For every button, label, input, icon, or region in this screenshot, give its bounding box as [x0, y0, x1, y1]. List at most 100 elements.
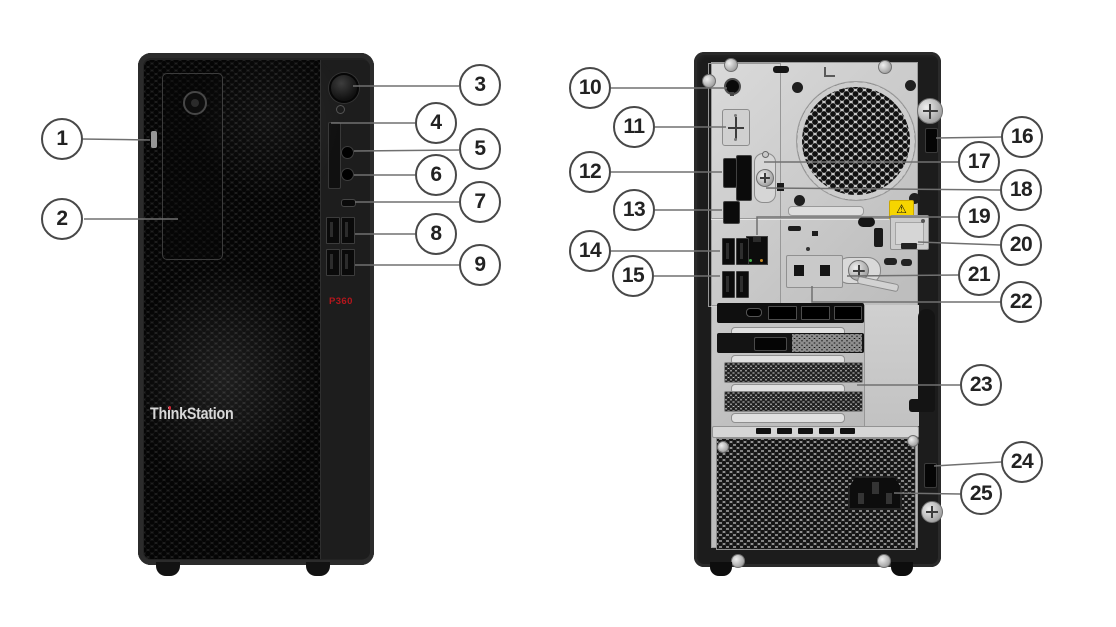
panel-seam: [711, 218, 918, 219]
leader-line: [353, 149, 460, 152]
callout-number: 16: [1010, 124, 1034, 148]
power-button: [329, 73, 359, 103]
power-connector-socket: [848, 476, 902, 510]
bracket-screw-icon: [756, 169, 774, 187]
screw-icon: [731, 554, 745, 568]
callout-number: 1: [56, 126, 68, 150]
displayport: [801, 306, 830, 320]
callout-number: 13: [622, 197, 646, 221]
socket-pin: [858, 493, 864, 504]
callout-12: 12: [569, 151, 611, 193]
clip-tab: [798, 428, 813, 434]
drive-eject-slot: [151, 131, 157, 148]
padlock-loop-bracket: [754, 151, 776, 203]
callout-number: 17: [967, 149, 991, 173]
release-latch: [901, 243, 917, 249]
punch-mark: [884, 258, 897, 265]
tower-foot: [891, 562, 913, 576]
displayport: [768, 306, 797, 320]
handle-hook: [909, 399, 935, 412]
socket-pin: [886, 493, 892, 504]
knockout-square: [820, 265, 830, 276]
screw-icon: [717, 441, 729, 453]
mini-port: [746, 308, 762, 317]
callout-number: 25: [969, 481, 993, 505]
callout-13: 13: [613, 189, 655, 231]
screw-icon: [724, 58, 738, 72]
usb-a-port: [326, 249, 340, 276]
callout-9: 9: [459, 244, 501, 286]
callout-number: 6: [430, 162, 442, 186]
pcie-slot-cover: [724, 391, 863, 412]
leader-line: [917, 241, 1001, 246]
trim-highlight: [788, 206, 864, 216]
graphics-card-bracket: [717, 303, 864, 323]
callout-17: 17: [958, 141, 1000, 183]
screw-cross-icon: [922, 502, 942, 522]
leader-line: [846, 274, 959, 277]
leader-line: [811, 286, 1000, 303]
punch-mark: [812, 231, 818, 236]
knockout-square: [794, 265, 804, 276]
pcie-slot-cover: [724, 362, 863, 383]
callout-20: 20: [1000, 224, 1042, 266]
vent-slot: [773, 66, 789, 73]
usb-c-port: [341, 199, 356, 207]
displayport: [723, 201, 740, 224]
usb-a-port: [341, 217, 355, 244]
fan-screw-icon: [792, 82, 803, 93]
screw-cross-icon: [757, 170, 773, 186]
audio-line-out-jack: [724, 78, 741, 96]
tower-foot: [156, 562, 180, 576]
rear-panel: ⚠: [708, 62, 929, 550]
front-mesh-grille: [144, 60, 320, 559]
callout-1: 1: [41, 118, 83, 160]
usb-a-port: [722, 238, 735, 265]
leader-line: [935, 136, 1002, 139]
callout-number: 21: [967, 262, 991, 286]
callout-number: 12: [578, 159, 602, 183]
callout-24: 24: [1001, 441, 1043, 483]
callout-number: 11: [623, 114, 645, 138]
cooling-fan-grille: [796, 81, 916, 201]
callout-number: 8: [430, 221, 442, 245]
logo-red-dot-icon: [168, 406, 172, 410]
callout-15: 15: [612, 255, 654, 297]
l-marking: [824, 67, 835, 77]
microphone-jack: [341, 168, 354, 181]
card-port: [754, 337, 787, 351]
callout-number: 23: [969, 372, 993, 396]
socket-pin: [872, 482, 879, 494]
usb-a-port: [326, 217, 340, 244]
usb-a-port: [722, 271, 735, 298]
clip-tab: [819, 428, 834, 434]
fan-screw-icon: [909, 193, 920, 204]
punch-mark: [806, 247, 810, 251]
callout-8: 8: [415, 213, 457, 255]
leader-line: [933, 461, 1002, 467]
leader-line: [893, 492, 961, 495]
callout-number: 18: [1009, 177, 1033, 201]
callout-25: 25: [960, 473, 1002, 515]
serial-port-knockout: [722, 109, 750, 146]
tower-foot: [306, 562, 330, 576]
expansion-card-bracket: [717, 333, 864, 353]
callout-number: 14: [578, 238, 602, 262]
usb-a-port: [341, 249, 355, 276]
front-port-strip: P360: [320, 60, 370, 559]
displayport: [834, 306, 862, 320]
side-panel-thumbscrew-icon: [917, 98, 943, 124]
callout-number: 5: [474, 136, 486, 160]
usb-a-port: [736, 238, 749, 265]
callout-19: 19: [958, 196, 1000, 238]
slot-divider: [731, 413, 845, 423]
screw-cross-icon: [918, 99, 942, 123]
clip-tab: [756, 428, 771, 434]
callout-6: 6: [415, 154, 457, 196]
usb-a-port: [736, 271, 749, 298]
clip-tab: [777, 428, 792, 434]
cable-cover-plate: [786, 255, 843, 288]
tower-foot: [710, 562, 732, 576]
